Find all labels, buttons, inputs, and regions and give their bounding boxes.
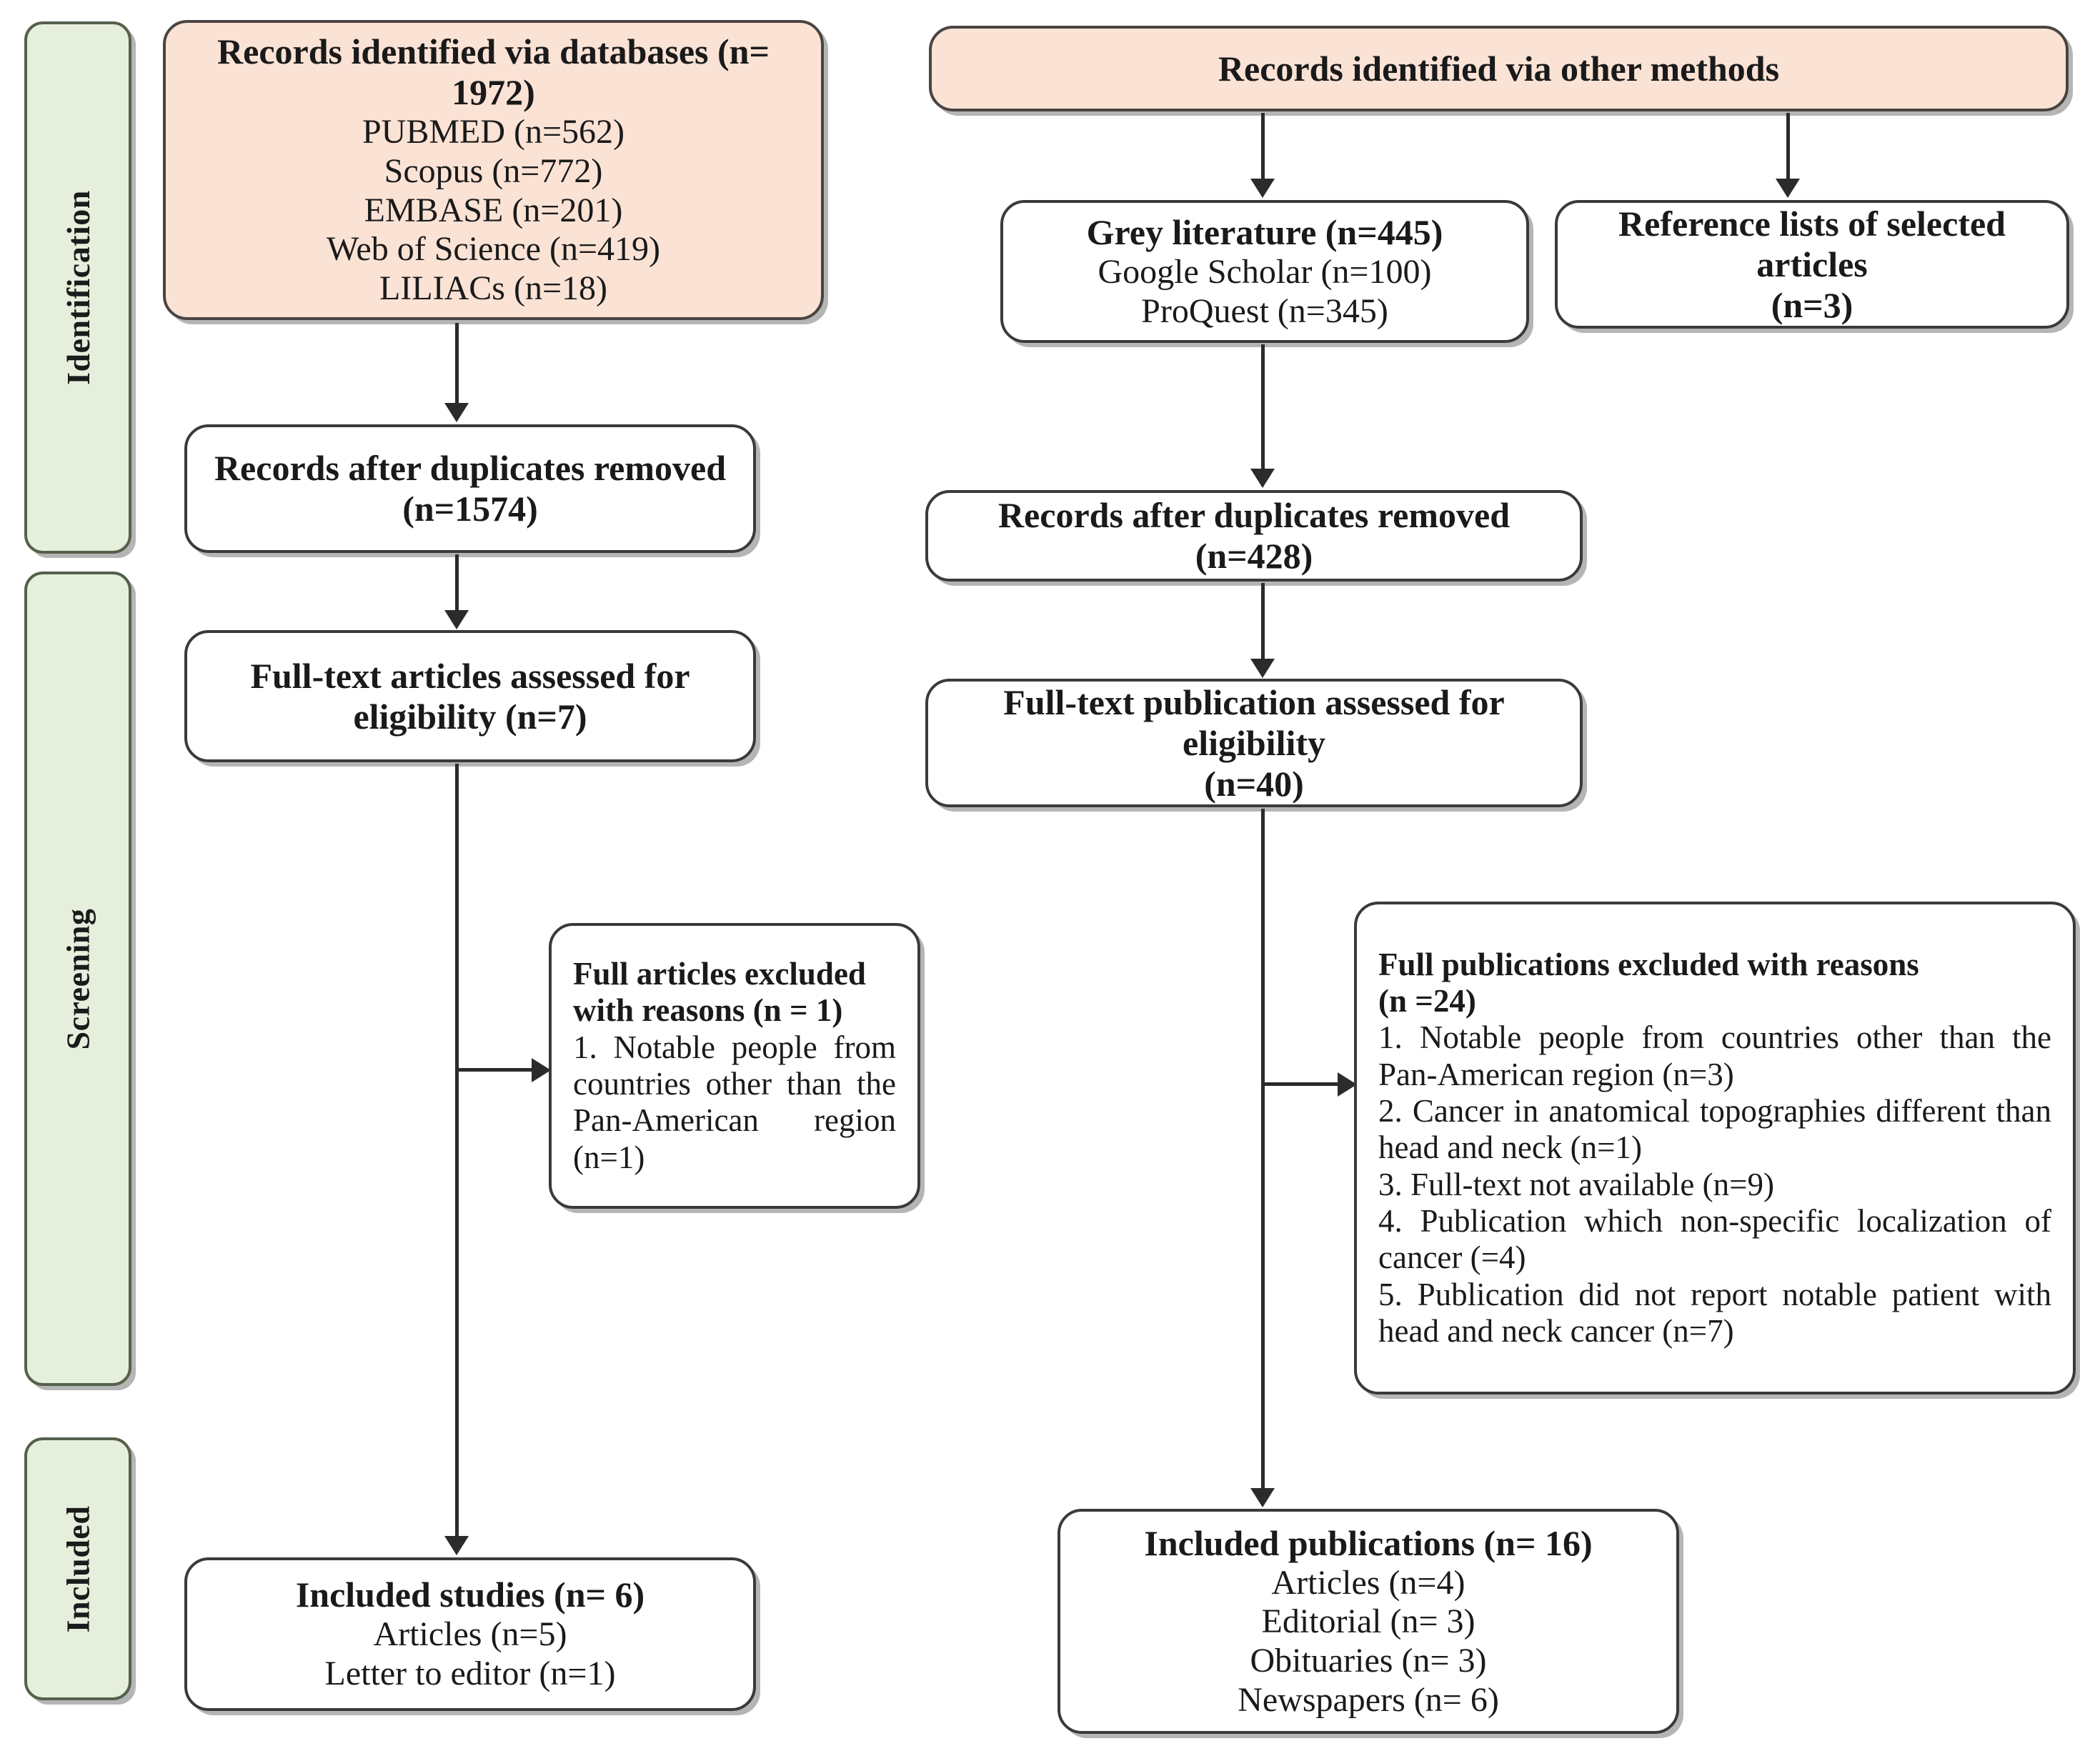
left-included-studies-box: Included studies (n= 6) Articles (n=5) L…	[184, 1557, 756, 1711]
right-excluded-reason-1: 1. Notable people from countries other t…	[1378, 1019, 2051, 1092]
right-fulltext-line2: (n=40)	[1204, 763, 1304, 804]
left-fulltext-line1: Full-text articles assessed for	[250, 655, 690, 696]
grey-literature-source-proquest: ProQuest (n=345)	[1141, 291, 1388, 330]
connector-fulltext-to-included-right	[1261, 809, 1265, 1491]
records-databases-source-liliacs: LILIACs (n=18)	[379, 269, 607, 308]
stage-identification: Identification	[24, 21, 131, 554]
connector-other-methods-to-grey	[1261, 113, 1265, 181]
grey-literature-source-scholar: Google Scholar (n=100)	[1098, 252, 1432, 291]
left-excluded-reasons-box: Full articles excluded with reasons (n =…	[549, 923, 920, 1209]
connector-right-to-excluded	[1263, 1082, 1341, 1086]
right-excluded-reason-2: 2. Cancer in anatomical topographies dif…	[1378, 1093, 2051, 1166]
stage-included: Included	[24, 1437, 131, 1700]
arrowhead-grey-to-duplicates	[1250, 469, 1275, 488]
left-included-item-letter: Letter to editor (n=1)	[324, 1655, 616, 1692]
arrowhead-duplicates-to-fulltext-right	[1250, 659, 1275, 678]
right-excluded-heading-line2: (n =24)	[1378, 983, 1476, 1019]
reference-lists-box: Reference lists of selected articles (n=…	[1555, 200, 2069, 329]
records-databases-source-embase: EMBASE (n=201)	[364, 191, 623, 229]
connector-left-to-excluded	[457, 1068, 535, 1072]
arrowhead-fulltext-to-included-right	[1250, 1488, 1275, 1507]
arrowhead-right-to-excluded	[1338, 1072, 1357, 1097]
left-excluded-heading-line1: Full articles excluded	[573, 956, 866, 992]
stage-included-label: Included	[59, 1505, 96, 1632]
left-fulltext-assessed-box: Full-text articles assessed for eligibil…	[184, 630, 756, 762]
right-duplicates-line1: Records after duplicates removed (n=428)	[997, 495, 1511, 576]
right-included-item-newspapers: Newspapers (n= 6)	[1238, 1680, 1499, 1719]
left-fulltext-line2: eligibility (n=7)	[353, 696, 587, 737]
connector-other-methods-to-reference	[1786, 113, 1790, 181]
arrowhead-other-methods-to-reference	[1776, 179, 1800, 198]
left-included-heading: Included studies (n= 6)	[295, 1575, 645, 1615]
arrowhead-databases-to-duplicates	[444, 403, 469, 422]
left-included-item-articles: Articles (n=5)	[373, 1615, 567, 1654]
stage-screening: Screening	[24, 572, 131, 1386]
connector-duplicates-to-fulltext-left	[455, 554, 459, 613]
records-databases-source-scopus: Scopus (n=772)	[384, 151, 603, 190]
records-databases-source-wos: Web of Science (n=419)	[326, 230, 661, 269]
right-fulltext-line1: Full-text publication assessed for eligi…	[1003, 682, 1505, 763]
right-included-item-articles: Articles (n=4)	[1271, 1563, 1465, 1602]
arrowhead-left-to-excluded	[532, 1058, 551, 1082]
left-excluded-reason-1: 1. Notable people from countries other t…	[573, 1029, 896, 1175]
records-databases-heading: Records identified via databases (n= 197…	[217, 31, 770, 113]
records-identified-databases-box: Records identified via databases (n= 197…	[163, 20, 824, 320]
stage-identification-label: Identification	[59, 190, 96, 385]
right-included-item-obituaries: Obituaries (n= 3)	[1250, 1642, 1487, 1680]
right-included-publications-box: Included publications (n= 16) Articles (…	[1058, 1509, 1679, 1734]
stage-screening-label: Screening	[59, 908, 96, 1049]
reference-lists-line1: Reference lists of selected articles	[1618, 203, 2006, 284]
arrowhead-fulltext-to-included-left	[444, 1536, 469, 1555]
right-excluded-reasons-box: Full publications excluded with reasons …	[1354, 902, 2076, 1395]
right-excluded-reason-5: 5. Publication did not report notable pa…	[1378, 1276, 2051, 1349]
grey-literature-heading: Grey literature (n=445)	[1086, 211, 1443, 252]
grey-literature-box: Grey literature (n=445) Google Scholar (…	[1000, 200, 1529, 343]
connector-duplicates-to-fulltext-right	[1261, 583, 1265, 662]
arrowhead-duplicates-to-fulltext-left	[444, 610, 469, 629]
left-excluded-heading-line2: with reasons (n = 1)	[573, 992, 843, 1029]
reference-lists-line2: (n=3)	[1771, 284, 1853, 325]
connector-grey-to-duplicates	[1261, 344, 1265, 472]
left-duplicates-removed-box: Records after duplicates removed (n=1574…	[184, 424, 756, 553]
connector-databases-to-duplicates	[455, 323, 459, 406]
other-methods-heading: Records identified via other methods	[1218, 48, 1780, 89]
left-duplicates-line1: Records after duplicates removed	[214, 448, 727, 488]
right-excluded-reason-4: 4. Publication which non-specific locali…	[1378, 1202, 2051, 1276]
right-included-heading: Included publications (n= 16)	[1144, 1522, 1593, 1563]
right-excluded-heading-line1: Full publications excluded with reasons	[1378, 946, 1919, 982]
arrowhead-other-methods-to-grey	[1250, 179, 1275, 198]
connector-fulltext-to-included-left	[455, 764, 459, 1539]
records-identified-other-methods-box: Records identified via other methods	[929, 26, 2069, 111]
right-duplicates-removed-box: Records after duplicates removed (n=428)	[925, 490, 1583, 582]
records-databases-source-pubmed: PUBMED (n=562)	[362, 113, 625, 151]
right-excluded-reason-3: 3. Full-text not available (n=9)	[1378, 1166, 1774, 1202]
right-fulltext-assessed-box: Full-text publication assessed for eligi…	[925, 679, 1583, 807]
left-duplicates-line2: (n=1574)	[402, 489, 538, 529]
right-included-item-editorial: Editorial (n= 3)	[1261, 1602, 1476, 1641]
